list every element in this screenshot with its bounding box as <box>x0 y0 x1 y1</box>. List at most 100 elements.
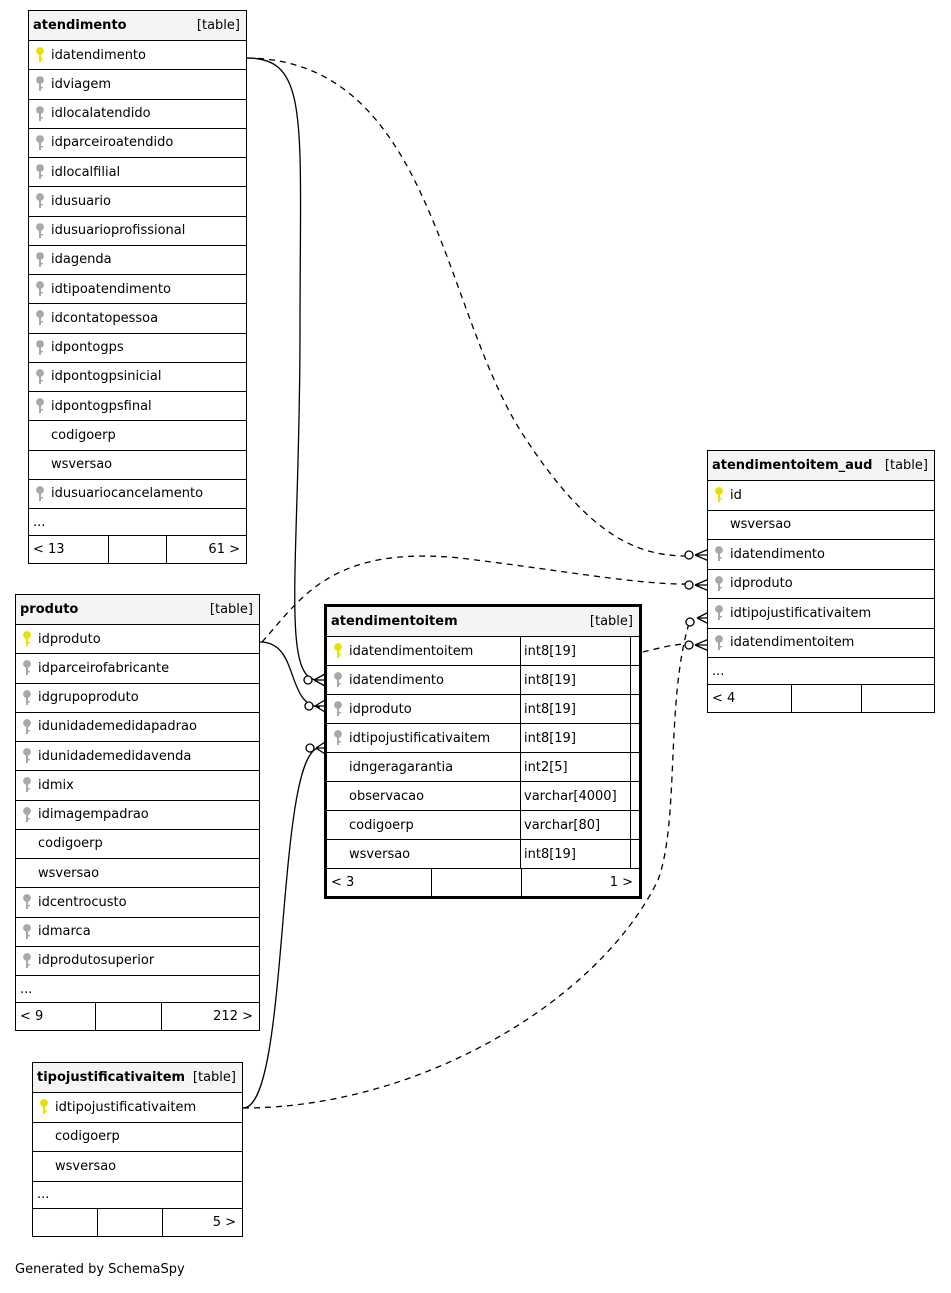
crowfoot-circle-1 <box>303 675 313 685</box>
crowfoot-circle-4 <box>684 550 694 560</box>
column-row[interactable]: idtipojustificativaitem <box>708 599 934 629</box>
parents-count[interactable]: < 13 <box>29 536 109 563</box>
column-row[interactable]: idusuariocancelamento <box>29 480 246 509</box>
column-row[interactable]: wsversao <box>29 451 246 480</box>
column-row[interactable]: idparceiroatendido <box>29 129 246 158</box>
column-row[interactable]: idproduto int8[19] <box>327 695 639 724</box>
column-row[interactable]: idcentrocusto <box>16 888 259 918</box>
column-row[interactable]: idcontatopessoa <box>29 304 246 334</box>
column-row[interactable]: idatendimento <box>708 540 934 570</box>
column-row[interactable]: idusuarioprofissional <box>29 217 246 246</box>
parents-count[interactable] <box>33 1208 98 1236</box>
no-key-spacer <box>708 511 730 540</box>
more-columns[interactable]: ... <box>708 658 934 685</box>
column-row[interactable]: wsversao <box>16 859 259 889</box>
column-row[interactable]: idagenda <box>29 246 246 275</box>
column-row[interactable]: idusuario <box>29 187 246 217</box>
column-row[interactable]: idatendimento <box>29 41 246 71</box>
column-type: int8[19] <box>520 695 630 723</box>
primary-key-icon <box>29 41 51 69</box>
foreign-key-icon <box>16 742 38 770</box>
column-row[interactable]: codigoerp <box>29 421 246 451</box>
column-name: wsversao <box>38 865 100 881</box>
column-row[interactable]: idunidademedidapadrao <box>16 713 259 742</box>
foreign-key-icon <box>708 540 730 569</box>
column-name: wsversao <box>55 1158 117 1174</box>
column-row[interactable]: idproduto <box>16 625 259 655</box>
column-name: idusuarioprofissional <box>51 223 186 239</box>
column-row[interactable]: codigoerp <box>16 830 259 859</box>
column-row[interactable]: codigoerp <box>33 1123 242 1152</box>
no-key-spacer <box>29 451 51 479</box>
more-columns[interactable]: ... <box>16 976 259 1003</box>
column-name: codigoerp <box>51 427 116 443</box>
table-tipojustificativaitem[interactable]: tipojustificativaitem[table]idtipojustif… <box>32 1062 243 1237</box>
column-row[interactable]: idparceirofabricante <box>16 654 259 684</box>
foreign-key-icon <box>16 713 38 741</box>
column-name: idmarca <box>38 924 91 940</box>
parents-count[interactable]: < 9 <box>16 1003 96 1030</box>
column-name: idtipojustificativaitem <box>730 605 872 621</box>
column-row[interactable]: idmarca <box>16 918 259 947</box>
parents-count[interactable]: < 4 <box>708 685 792 712</box>
foreign-key-icon <box>16 918 38 946</box>
more-columns[interactable]: ... <box>33 1182 242 1209</box>
table-type-tag: [table] <box>884 458 928 473</box>
children-count[interactable]: 1 > <box>609 875 633 890</box>
column-name: idlocalatendido <box>51 106 151 122</box>
column-row[interactable]: idtipoatendimento <box>29 275 246 305</box>
column-row[interactable]: idprodutosuperior <box>16 947 259 976</box>
column-row[interactable]: idproduto <box>708 570 934 599</box>
crowfoot-5 <box>694 578 710 592</box>
more-columns[interactable]: ... <box>29 509 246 536</box>
column-type: int2[5] <box>520 753 630 781</box>
column-row[interactable]: idpontogpsinicial <box>29 363 246 392</box>
column-row[interactable]: idimagempadrao <box>16 801 259 830</box>
column-name-cell: idusuariocancelamento <box>29 480 246 508</box>
footer-middle <box>109 536 167 563</box>
column-row[interactable]: idmix <box>16 771 259 801</box>
table-header: produto[table] <box>16 595 259 625</box>
column-name: idtipojustificativaitem <box>55 1099 197 1115</box>
column-type: int8[19] <box>520 637 630 665</box>
column-row[interactable]: idlocalfilial <box>29 158 246 188</box>
children-count[interactable] <box>862 685 934 712</box>
column-name: idatendimento <box>51 47 146 63</box>
column-name: idproduto <box>349 701 412 717</box>
children-count[interactable]: 5 > <box>212 1214 236 1230</box>
column-name: idatendimento <box>349 672 444 688</box>
children-count[interactable]: 212 > <box>213 1009 253 1024</box>
table-name: produto <box>20 602 79 617</box>
column-row[interactable]: idatendimentoitem <box>708 629 934 658</box>
crowfoot-circle-7 <box>684 640 694 650</box>
foreign-key-icon <box>29 158 51 186</box>
column-row[interactable]: idgrupoproduto <box>16 684 259 713</box>
table-produto[interactable]: produto[table]idproduto idparceirofabrica… <box>15 594 260 1031</box>
column-row[interactable]: wsversao <box>33 1152 242 1182</box>
column-name: idparceirofabricante <box>38 660 170 676</box>
parents-count[interactable]: < 3 <box>327 869 432 896</box>
column-row[interactable]: idpontogpsfinal <box>29 392 246 422</box>
children-count[interactable]: 61 > <box>208 542 240 557</box>
column-row[interactable]: idtipojustificativaitem <box>33 1093 242 1123</box>
column-row[interactable]: idviagem <box>29 70 246 100</box>
table-footer: < 4 <box>708 685 934 712</box>
column-row[interactable]: idunidademedidavenda <box>16 742 259 772</box>
column-row[interactable]: idlocalatendido <box>29 100 246 129</box>
no-key-spacer <box>16 830 38 858</box>
foreign-key-icon <box>16 888 38 916</box>
column-row[interactable]: id <box>708 481 934 511</box>
column-name: idparceiroatendido <box>51 135 174 151</box>
column-row[interactable]: idpontogps <box>29 334 246 363</box>
column-row[interactable]: wsversao <box>708 511 934 540</box>
